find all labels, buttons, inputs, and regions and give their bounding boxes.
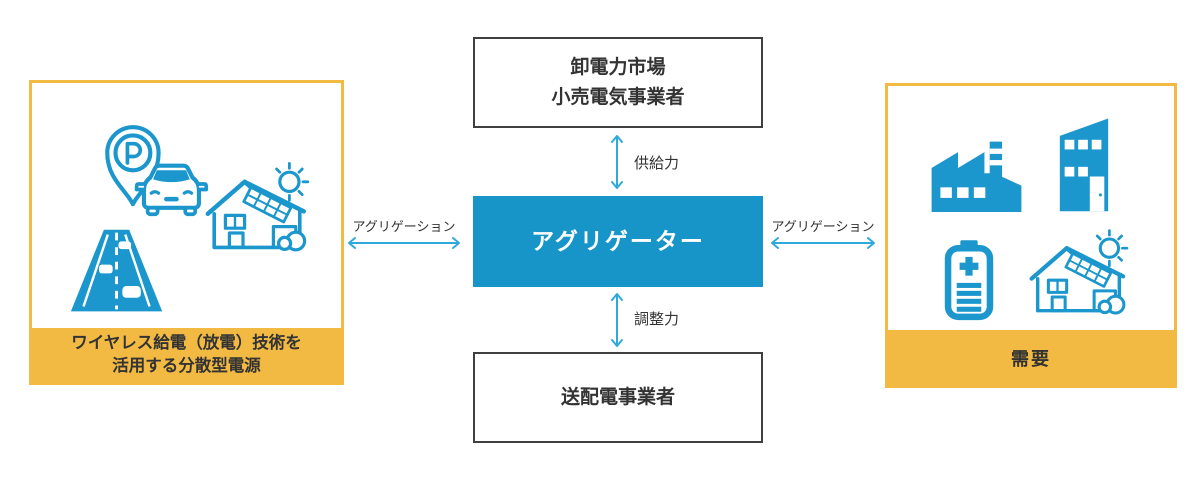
supply-double-arrow-icon	[611, 135, 623, 189]
left-caption-line1: ワイヤレス給電（放電）技術を	[71, 333, 302, 352]
market-line1: 卸電力市場	[570, 57, 666, 79]
aggregator-label: アグリゲーター	[531, 227, 705, 254]
parking-pin-car-icon	[105, 125, 209, 217]
market-line2: 小売電気事業者	[551, 86, 685, 108]
distributed-resources-panel: ワイヤレス給電（放電）技術を 活用する分散型電源	[29, 80, 344, 385]
house-solar-icon	[198, 161, 316, 261]
house-solar-icon	[1027, 228, 1130, 324]
aggregation-right-double-arrow-icon	[771, 237, 875, 249]
aggregator-node: アグリゲーター	[473, 196, 763, 287]
left-caption-line2: 活用する分散型電源	[112, 357, 261, 375]
adjustment-label: 調整力	[634, 311, 680, 328]
right-caption: 需要	[1011, 348, 1051, 369]
factory-icon	[931, 141, 1022, 212]
right-panel-caption: 需要	[888, 330, 1174, 385]
road-traffic-icon	[70, 229, 163, 312]
aggregation-left-label: アグリゲーション	[352, 219, 456, 234]
adjustment-double-arrow-icon	[611, 293, 623, 347]
supply-label: 供給力	[634, 155, 680, 172]
aggregation-right-label: アグリゲーション	[771, 219, 875, 234]
market-node: 卸電力市場 小売電気事業者	[473, 37, 763, 128]
grid-operator-label: 送配電事業者	[560, 386, 675, 408]
battery-icon	[944, 240, 994, 321]
demand-panel: 需要	[885, 83, 1177, 388]
left-panel-caption: ワイヤレス給電（放電）技術を 活用する分散型電源	[32, 328, 341, 382]
aggregation-left-double-arrow-icon	[348, 237, 460, 249]
grid-operator-node: 送配電事業者	[473, 352, 763, 443]
building-icon	[1059, 118, 1109, 212]
